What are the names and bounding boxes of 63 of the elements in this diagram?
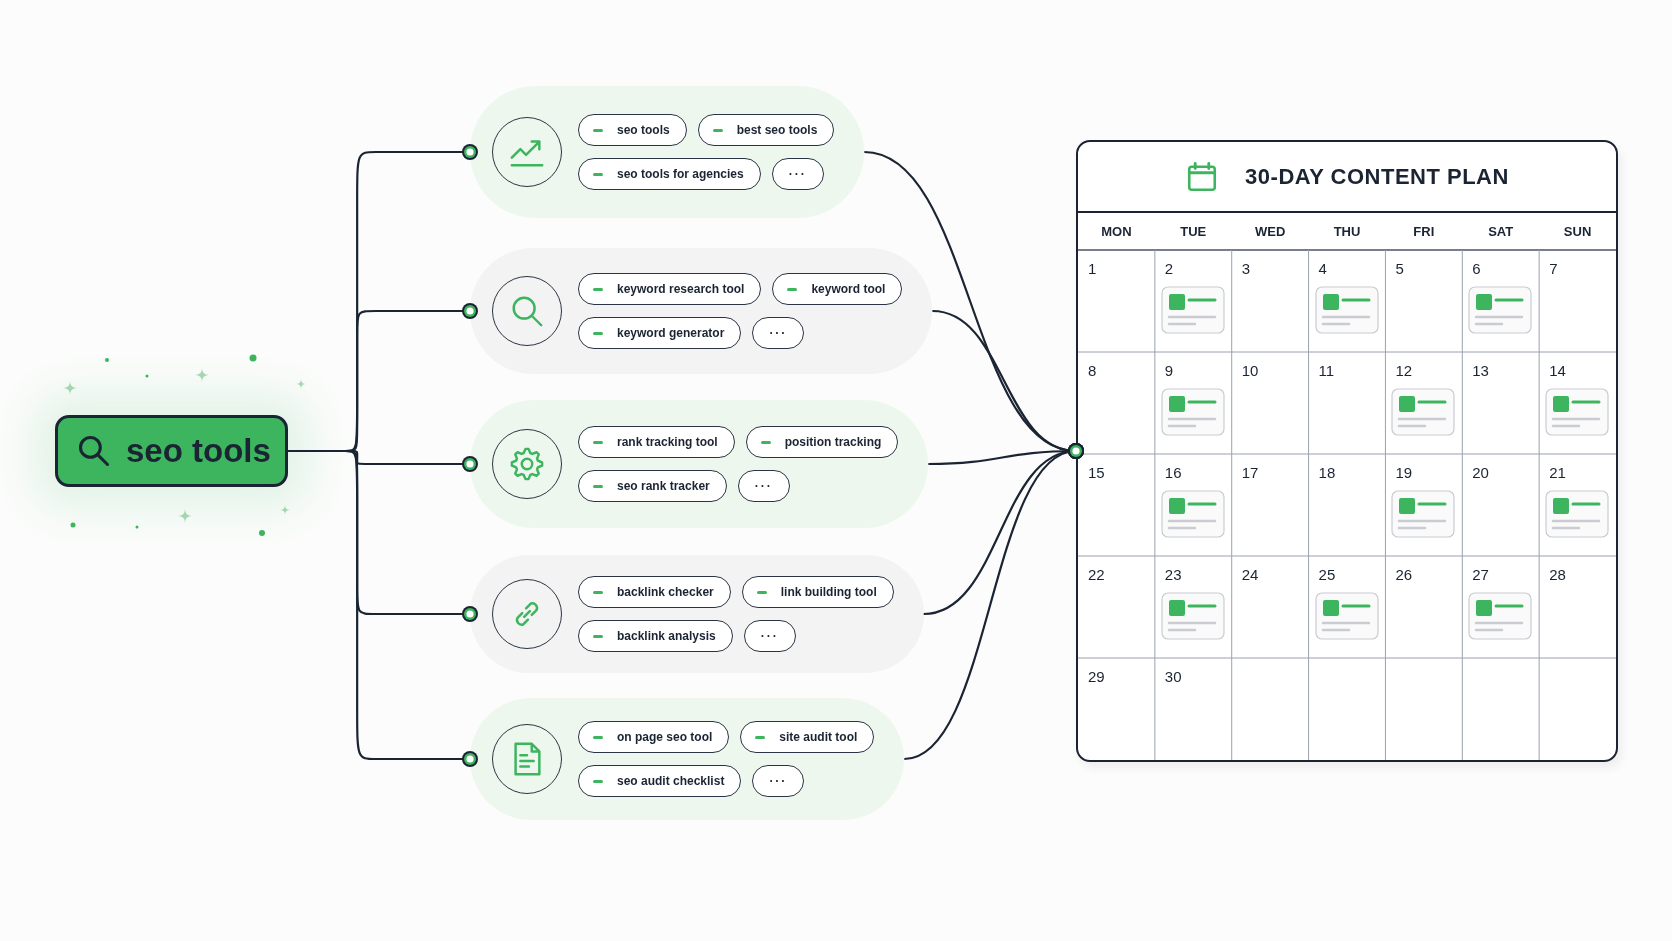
keyword-chip: backlink analysis	[578, 620, 733, 652]
keyword-chip: site audit tool	[740, 721, 875, 753]
keyword-chip: rank tracking tool	[578, 426, 735, 458]
day-number: 19	[1395, 464, 1413, 481]
keyword-chip: seo rank tracker	[578, 470, 727, 502]
day-number: 16	[1164, 464, 1182, 481]
node-label: seo tools	[126, 432, 271, 470]
keyword-chip: best seo tools	[697, 114, 835, 146]
more-chip: ···	[752, 317, 805, 349]
day-number: 17	[1241, 464, 1259, 481]
day-number: 14	[1549, 362, 1566, 379]
day-number: 30	[1164, 668, 1182, 685]
weekday-label: SAT	[1487, 224, 1515, 239]
weekday-label: MON	[1100, 224, 1133, 239]
day-number: 12	[1395, 362, 1413, 379]
keyword-chip: keyword research tool	[578, 273, 762, 305]
keyword-chip: backlink checker	[578, 576, 731, 608]
keyword-chip: seo audit checklist	[578, 765, 742, 797]
connector-line	[904, 443, 1084, 761]
day-number: 8	[1088, 362, 1097, 379]
day-number: 24	[1241, 566, 1259, 583]
day-number: 13	[1472, 362, 1489, 379]
day-number: 23	[1164, 566, 1182, 583]
calendar-title: 30-DAY CONTENT PLAN	[1245, 164, 1509, 190]
day-number: 15	[1088, 464, 1105, 481]
keyword-chip: on page seo tool	[578, 721, 730, 753]
day-number: 4	[1318, 260, 1327, 277]
day-number: 27	[1472, 566, 1489, 583]
weekday-label: FRI	[1412, 224, 1436, 239]
weekday-label: THU	[1332, 224, 1362, 239]
weekday-label: WED	[1253, 224, 1287, 239]
keyword-chip: keyword tool	[772, 273, 903, 305]
day-number: 2	[1164, 260, 1174, 277]
day-number: 9	[1164, 362, 1174, 379]
day-number: 5	[1395, 260, 1404, 277]
connector-line	[288, 449, 478, 767]
day-number: 25	[1318, 566, 1336, 583]
day-number: 26	[1395, 566, 1413, 583]
weekday-label: SUN	[1562, 224, 1593, 239]
day-number: 7	[1549, 260, 1558, 277]
day-number: 29	[1088, 668, 1105, 685]
keyword-chip: link building tool	[741, 576, 894, 608]
day-number: 1	[1088, 260, 1097, 277]
keyword-chip: keyword generator	[578, 317, 742, 349]
keyword-node	[55, 415, 288, 487]
keyword-chip: seo tools	[578, 114, 687, 146]
day-number: 6	[1472, 260, 1481, 277]
keyword-chip: seo tools for agencies	[578, 158, 761, 190]
more-chip: ···	[752, 765, 805, 797]
more-chip: ···	[737, 470, 790, 502]
day-number: 10	[1241, 362, 1259, 379]
more-chip: ···	[743, 620, 796, 652]
day-number: 21	[1549, 464, 1566, 481]
day-number: 28	[1549, 566, 1566, 583]
day-number: 20	[1472, 464, 1489, 481]
weekday-label: TUE	[1179, 224, 1208, 239]
day-number: 18	[1318, 464, 1336, 481]
day-number: 3	[1241, 260, 1251, 277]
day-number: 22	[1088, 566, 1105, 583]
more-chip: ···	[771, 158, 824, 190]
day-number: 11	[1318, 362, 1335, 379]
keyword-chip: position tracking	[745, 426, 899, 458]
calendar-card	[1076, 140, 1618, 762]
